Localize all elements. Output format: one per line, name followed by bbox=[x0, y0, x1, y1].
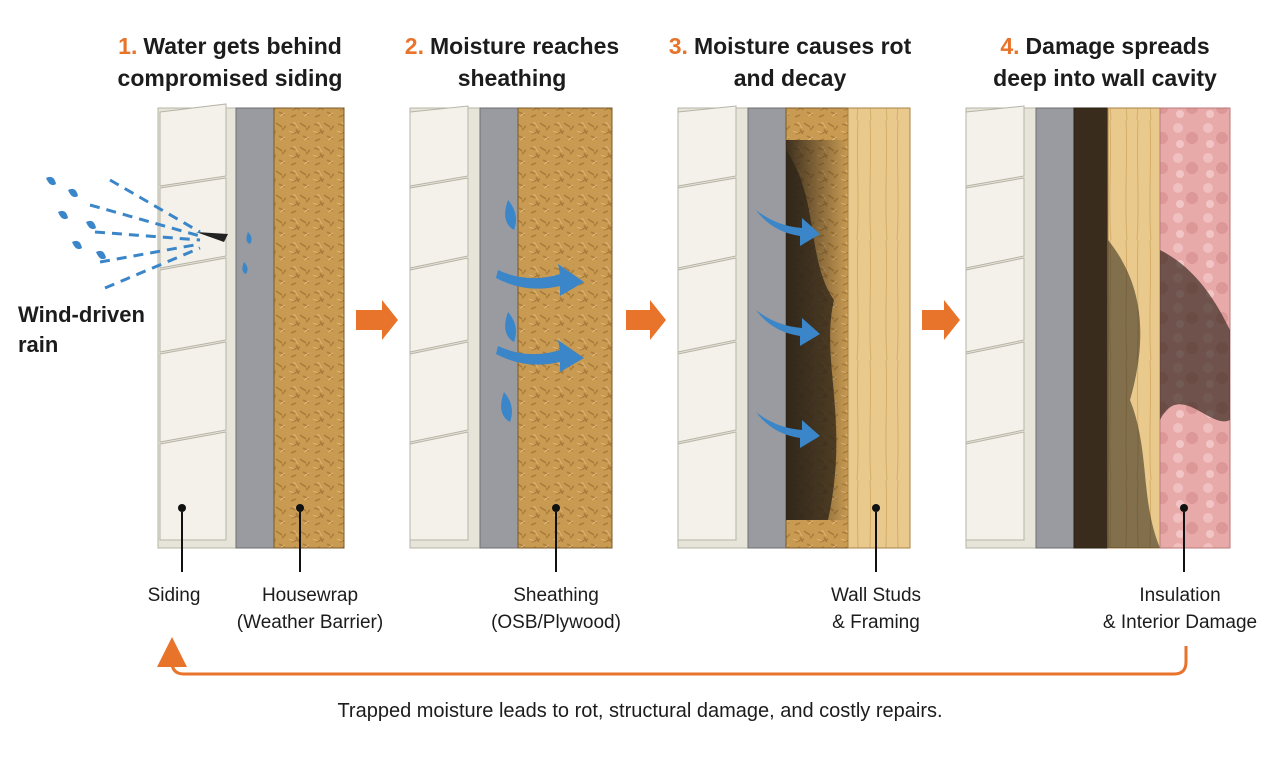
panel-2 bbox=[409, 105, 613, 572]
moisture-arrow-icons-3 bbox=[756, 210, 820, 448]
label-siding: Siding bbox=[124, 582, 224, 609]
step-1-line1: Water gets behind bbox=[143, 33, 342, 59]
sheathing-panel-1 bbox=[273, 107, 345, 549]
siding-panel-4 bbox=[965, 105, 1037, 549]
rain-label-line2: rain bbox=[18, 332, 59, 357]
panel-4 bbox=[965, 105, 1231, 572]
label-insulation: Insulation & Interior Damage bbox=[1092, 582, 1268, 636]
step-1-number: 1. bbox=[118, 33, 138, 59]
label-housewrap-line1: Housewrap bbox=[261, 585, 359, 606]
step-3-line2: and decay bbox=[733, 65, 847, 91]
step-2-title: 2.Moisture reaches sheathing bbox=[372, 30, 652, 94]
step-1-title: 1.Water gets behind compromised siding bbox=[90, 30, 370, 94]
rain-label-line1: Wind-driven bbox=[18, 302, 145, 327]
label-sheathing-line1: Sheathing bbox=[513, 585, 599, 606]
step-3-number: 3. bbox=[668, 33, 688, 59]
moisture-arrow-icons bbox=[496, 200, 584, 422]
housewrap-panel-4 bbox=[1035, 107, 1075, 549]
step-arrow-3 bbox=[922, 300, 960, 340]
label-housewrap: Housewrap (Weather Barrier) bbox=[220, 582, 400, 636]
panel-3 bbox=[677, 105, 911, 572]
step-4-number: 4. bbox=[1000, 33, 1020, 59]
label-sheathing-line2: (OSB/Plywood) bbox=[491, 612, 621, 633]
label-sheathing: Sheathing (OSB/Plywood) bbox=[476, 582, 636, 636]
panel-1 bbox=[46, 103, 345, 572]
label-studs: Wall Studs & Framing bbox=[806, 582, 946, 636]
step-2-line2: sheathing bbox=[457, 65, 567, 91]
step-4-line1: Damage spreads bbox=[1025, 33, 1210, 59]
label-housewrap-line2: (Weather Barrier) bbox=[236, 612, 384, 633]
step-arrow-2 bbox=[626, 300, 666, 340]
feedback-arrow bbox=[157, 637, 1188, 676]
step-2-line1: Moisture reaches bbox=[429, 33, 620, 59]
siding-panel-2 bbox=[409, 105, 481, 549]
step-arrow-1 bbox=[356, 300, 398, 340]
label-studs-line2: & Framing bbox=[832, 612, 920, 633]
rain-label: Wind-driven rain bbox=[18, 300, 148, 360]
siding-panel-3 bbox=[677, 105, 749, 549]
label-siding-text: Siding bbox=[147, 585, 201, 606]
housewrap-panel-1 bbox=[235, 107, 275, 549]
footer-caption: Trapped moisture leads to rot, structura… bbox=[337, 700, 943, 722]
stud-panel-3 bbox=[847, 107, 911, 549]
label-insulation-line1: Insulation bbox=[1139, 585, 1221, 606]
rain-streaks bbox=[89, 178, 201, 290]
siding-panel-1 bbox=[157, 103, 237, 549]
step-2-number: 2. bbox=[404, 33, 424, 59]
sheathing-panel-2 bbox=[517, 107, 613, 549]
step-3-title: 3.Moisture causes rot and decay bbox=[650, 30, 930, 94]
step-1-line2: compromised siding bbox=[117, 65, 343, 91]
step-4-title: 4.Damage spreads deep into wall cavity bbox=[965, 30, 1245, 94]
label-insulation-line2: & Interior Damage bbox=[1102, 612, 1258, 633]
step-4-line2: deep into wall cavity bbox=[993, 65, 1217, 91]
step-3-line1: Moisture causes rot bbox=[693, 33, 912, 59]
label-studs-line1: Wall Studs bbox=[830, 585, 922, 606]
water-drop-icons bbox=[46, 176, 252, 274]
sheathing-panel-4 bbox=[1073, 107, 1109, 549]
